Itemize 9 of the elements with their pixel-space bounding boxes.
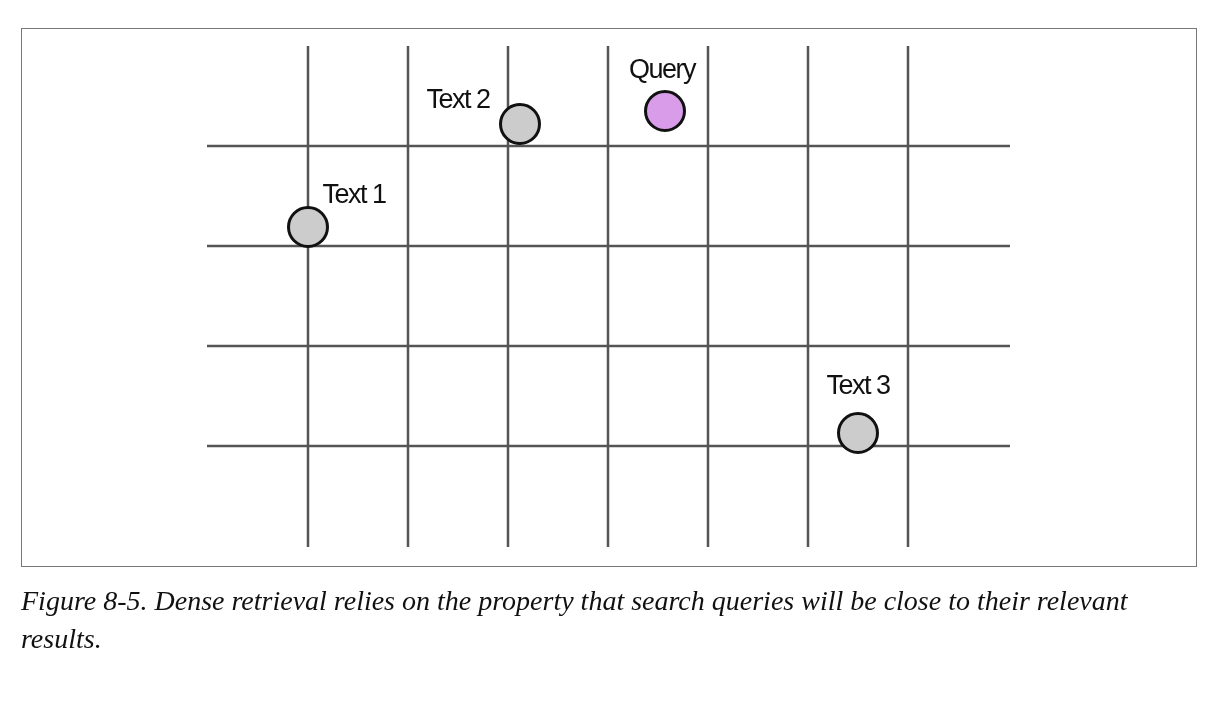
data-point <box>287 206 329 248</box>
point-label: Text 2 <box>426 86 490 113</box>
data-point <box>644 90 686 132</box>
point-label: Text 1 <box>322 181 386 208</box>
point-label: Text 3 <box>826 372 890 399</box>
data-point <box>499 103 541 145</box>
point-label: Query <box>629 56 695 83</box>
data-point <box>837 412 879 454</box>
figure-caption: Figure 8-5. Dense retrieval relies on the property that search queries will be close to their relevant results. <box>21 584 1129 656</box>
